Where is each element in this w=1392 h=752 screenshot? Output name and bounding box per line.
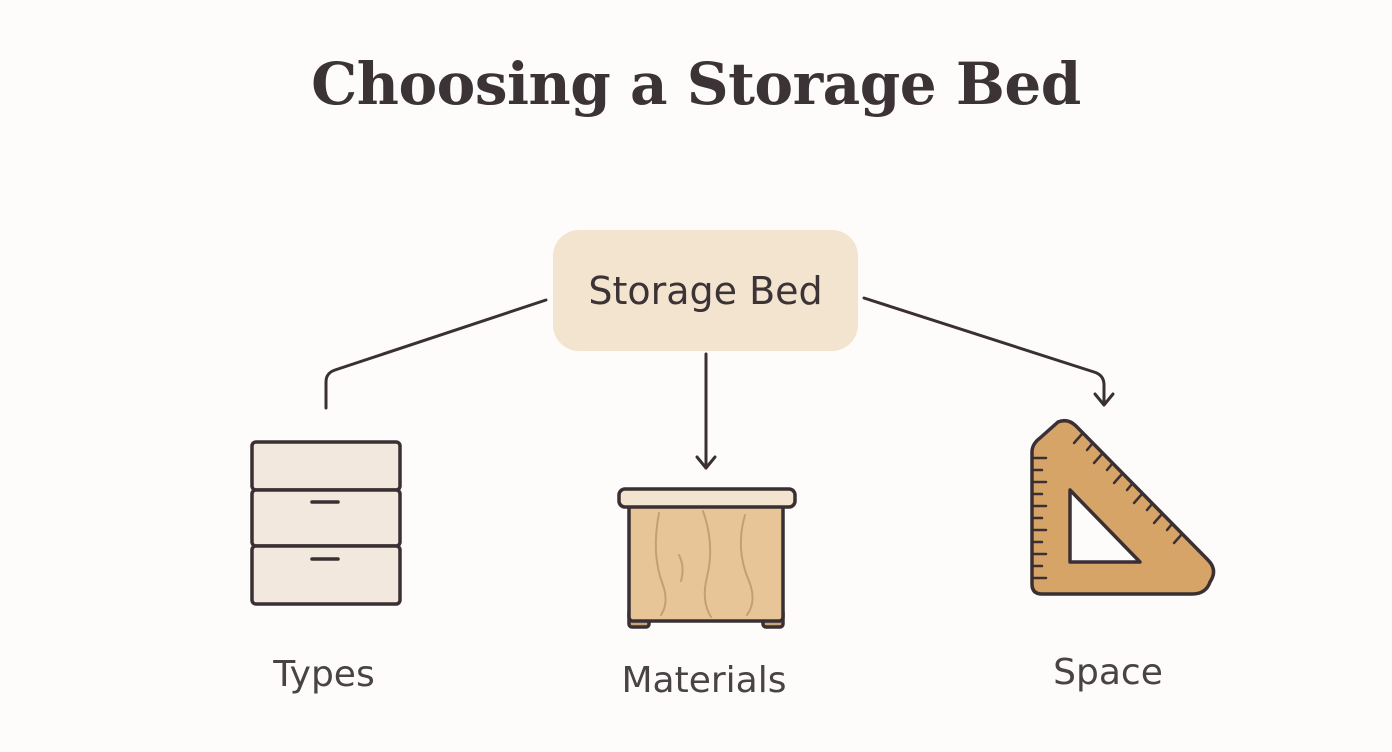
branch-label-materials: Materials [621,660,787,701]
connector-types [324,298,548,410]
arrowhead-space [1093,392,1115,407]
branch-label-types: Types [273,654,375,695]
connector-space [862,296,1106,406]
arrowhead-materials [695,455,717,470]
branch-label-space: Space [1053,652,1163,693]
diagram-title: Choosing a Storage Bed [311,50,1081,118]
central-node-label: Storage Bed [588,268,823,313]
central-node: Storage Bed [553,230,858,351]
drawer-cabinet-icon [250,440,402,606]
wooden-nightstand-icon [617,487,797,629]
set-square-ruler-icon [1030,418,1216,596]
